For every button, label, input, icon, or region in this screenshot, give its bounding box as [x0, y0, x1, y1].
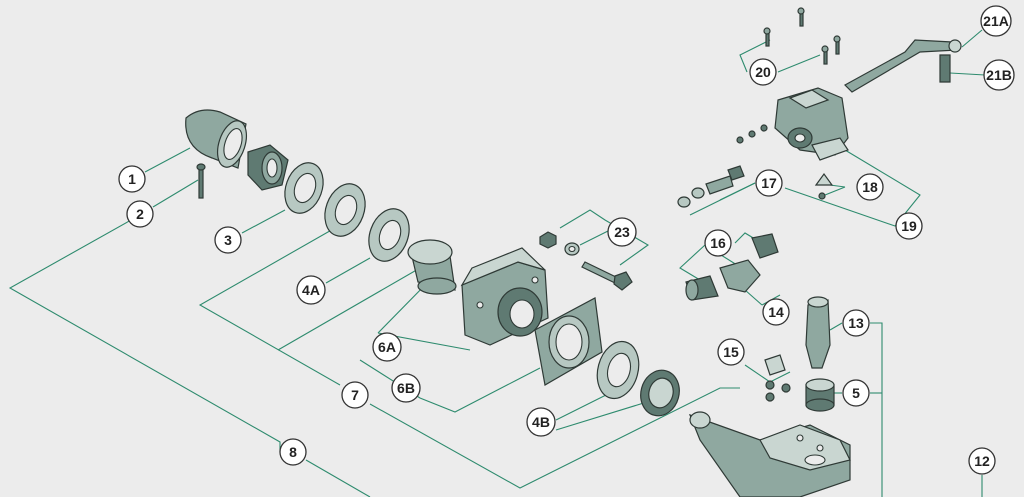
callout-13: 13 — [842, 309, 870, 337]
parts — [185, 7, 962, 497]
svg-text:17: 17 — [761, 175, 777, 191]
callout-1: 1 — [118, 165, 146, 193]
leader-20b — [777, 54, 821, 73]
leader-20 — [739, 39, 771, 73]
callout-16: 16 — [704, 229, 732, 257]
callout-8: 8 — [279, 438, 307, 466]
callout-21b: 21B — [983, 59, 1015, 91]
part-1-cap — [185, 109, 248, 169]
leader-14 — [744, 289, 763, 306]
svg-text:13: 13 — [848, 315, 864, 331]
svg-text:1: 1 — [128, 171, 136, 187]
leader-7c — [369, 387, 740, 489]
callout-3: 3 — [214, 226, 242, 254]
part-17-seals — [677, 165, 745, 208]
leader-13b — [829, 322, 843, 331]
part-castle-nut — [247, 144, 289, 191]
part-15-clip — [764, 354, 791, 402]
svg-text:21A: 21A — [983, 13, 1009, 29]
leader-18b — [824, 186, 846, 196]
callout-7: 7 — [341, 381, 369, 409]
part-seal-b — [640, 369, 680, 417]
part-16-fittings — [685, 233, 779, 301]
leader-23b — [579, 229, 611, 246]
callout-18: 18 — [856, 173, 884, 201]
part-6a-housing — [460, 247, 549, 346]
leader-2 — [152, 179, 199, 208]
callout-15: 15 — [717, 338, 745, 366]
part-5-bushing — [805, 378, 835, 412]
callout-6b: 6B — [391, 373, 421, 403]
svg-text:23: 23 — [614, 224, 630, 240]
svg-text:5: 5 — [852, 385, 860, 401]
part-19-valve-body — [736, 87, 849, 161]
part-axle — [688, 411, 851, 497]
leader-13 — [870, 322, 883, 497]
leader-1 — [144, 147, 191, 173]
part-21-lever — [844, 39, 962, 93]
svg-text:15: 15 — [723, 344, 739, 360]
callout-4b: 4B — [526, 407, 556, 437]
svg-text:16: 16 — [710, 235, 726, 251]
callout-5: 5 — [842, 379, 870, 407]
callout-12: 12 — [968, 447, 996, 475]
part-4b-ring — [596, 340, 640, 400]
callout-20: 20 — [749, 58, 777, 86]
svg-text:21B: 21B — [986, 67, 1012, 83]
callout-2: 2 — [126, 200, 154, 228]
leader-19 — [784, 149, 921, 227]
leader-16b — [679, 244, 706, 281]
leader-3 — [241, 209, 286, 234]
svg-text:3: 3 — [224, 232, 232, 248]
svg-text:12: 12 — [974, 453, 990, 469]
leader-6b — [359, 359, 541, 413]
callout-17: 17 — [755, 169, 783, 197]
callout-19: 19 — [895, 212, 923, 240]
leader-17b — [719, 182, 756, 201]
callout-6a: 6A — [372, 332, 402, 362]
svg-text:14: 14 — [768, 304, 784, 320]
svg-text:2: 2 — [136, 206, 144, 222]
svg-text:6A: 6A — [378, 339, 396, 355]
leader-21b — [949, 72, 986, 76]
svg-text:6B: 6B — [397, 380, 415, 396]
svg-text:4A: 4A — [302, 282, 320, 298]
part-18-valve — [814, 172, 834, 200]
part-4a-seal — [368, 208, 410, 262]
leader-7a — [198, 227, 341, 386]
callout-21a: 21A — [980, 5, 1012, 37]
svg-text:20: 20 — [755, 64, 771, 80]
leader-7b — [277, 267, 421, 351]
svg-text:19: 19 — [901, 218, 917, 234]
callout-14: 14 — [762, 298, 790, 326]
part-13-kingpin — [805, 296, 831, 369]
leader-4b — [555, 392, 611, 421]
svg-text:18: 18 — [862, 179, 878, 195]
svg-text:7: 7 — [351, 387, 359, 403]
callout-4a: 4A — [296, 275, 326, 305]
leader-23 — [559, 209, 650, 266]
part-3-washer — [284, 162, 324, 214]
part-bushing — [407, 239, 457, 295]
part-seal-a — [324, 183, 366, 237]
leader-21a — [961, 29, 983, 48]
part-6b-plate — [534, 297, 603, 386]
leader-8 — [8, 214, 281, 452]
part-20-bolts — [763, 7, 841, 65]
part-23-hardware — [539, 231, 633, 291]
part-2-pin — [196, 163, 206, 199]
svg-text:8: 8 — [289, 444, 297, 460]
leader-4a — [325, 257, 371, 284]
leader-8b — [305, 459, 371, 497]
callout-23: 23 — [607, 217, 637, 247]
svg-text:4B: 4B — [532, 414, 550, 430]
